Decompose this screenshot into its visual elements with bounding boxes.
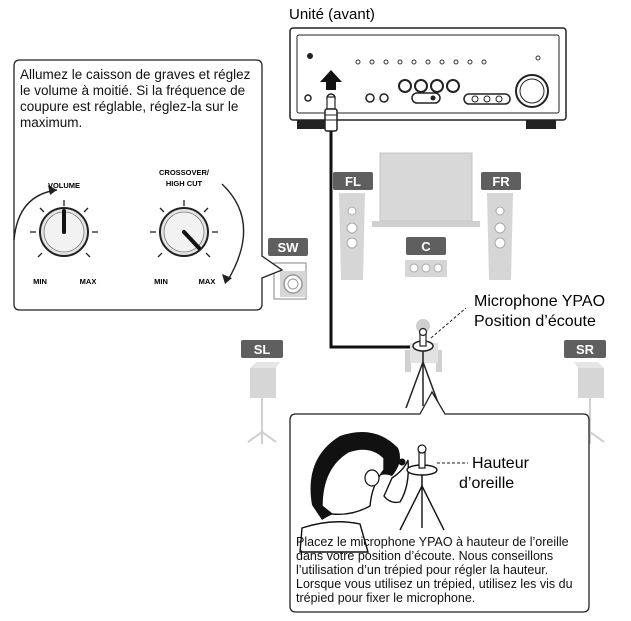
power-indicator (307, 53, 313, 59)
subwoofer-instruction: Allumez le caisson de graves et réglez l… (20, 67, 251, 130)
master-volume-knob (515, 74, 549, 108)
speaker-sr (564, 340, 606, 444)
tv-screen (379, 152, 473, 222)
crossover-pointer (182, 230, 201, 250)
rotate-arrow-icon (222, 274, 232, 284)
sr-badge: SR (576, 342, 595, 357)
phones-jack (304, 94, 312, 102)
ypao-jack (320, 70, 342, 132)
receiver-foot-right (526, 120, 556, 129)
speaker-c (405, 237, 447, 277)
microphone-closeup (399, 444, 445, 531)
ypao-microphone (405, 327, 441, 409)
crossover-knob (150, 183, 245, 284)
volume-knob (13, 185, 98, 258)
high-cut-label: HIGH CUT (166, 179, 203, 188)
volume-min-label: MIN (33, 277, 47, 286)
ear-height-label: Hauteur (472, 455, 530, 472)
ear-height-label-2: d’oreille (459, 475, 514, 492)
sl-badge: SL (254, 342, 271, 357)
listening-position-label: Position d’écoute (474, 313, 596, 330)
listener-head (299, 432, 410, 553)
crossover-min-label: MIN (154, 277, 168, 286)
volume-label: VOLUME (48, 181, 80, 190)
receiver (289, 27, 567, 129)
fr-badge: FR (492, 174, 510, 189)
unit-label: Unité (avant) (289, 6, 375, 23)
crossover-max-label: MAX (199, 277, 216, 286)
c-badge: C (421, 239, 431, 254)
rotate-arrow-icon (48, 185, 57, 195)
tv-stand (372, 221, 480, 227)
sw-badge: SW (278, 240, 300, 255)
connect-arrow-icon (320, 70, 342, 90)
microphone-label: Microphone YPAO (474, 293, 605, 310)
fl-badge: FL (345, 174, 361, 189)
volume-max-label: MAX (80, 277, 97, 286)
placement-instruction: Placez le microphone YPAO à hauteur de l… (296, 535, 573, 605)
speaker-sl (241, 340, 283, 444)
crossover-label: CROSSOVER/ (159, 168, 210, 177)
receiver-foot-left (297, 120, 327, 129)
speaker-fr (481, 172, 521, 280)
speaker-fl (333, 172, 373, 280)
